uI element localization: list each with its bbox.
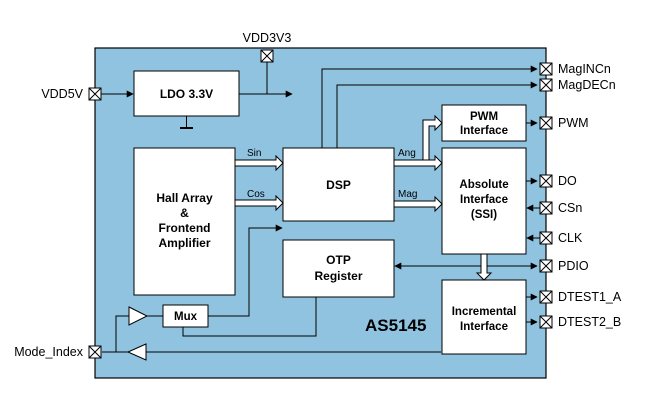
pin-maginc: MagINCn bbox=[539, 62, 611, 76]
incremental-interface-block: Incremental Interface bbox=[441, 279, 527, 355]
signal-label-sin: Sin bbox=[247, 148, 261, 159]
otp-register-block: OTP Register bbox=[282, 239, 395, 298]
svg-text:Incremental: Incremental bbox=[452, 306, 517, 318]
svg-text:VDD5V: VDD5V bbox=[41, 87, 83, 101]
svg-text:DO: DO bbox=[558, 174, 577, 188]
svg-text:LDO 3.3V: LDO 3.3V bbox=[160, 87, 213, 101]
hall-array-block: Hall Array & Frontend Amplifier bbox=[133, 147, 236, 296]
pin-csn: CSn bbox=[539, 201, 582, 215]
pin-dtest2: DTEST2_B bbox=[539, 315, 621, 329]
svg-text:OTP: OTP bbox=[326, 253, 351, 267]
wiring bbox=[101, 60, 540, 353]
svg-text:&: & bbox=[180, 206, 189, 220]
pin-pdio: PDIO bbox=[539, 259, 589, 273]
svg-text:DTEST2_B: DTEST2_B bbox=[558, 315, 621, 329]
svg-text:PWM: PWM bbox=[470, 111, 498, 123]
absolute-interface-block: Absolute Interface (SSI) bbox=[441, 147, 527, 255]
svg-text:DTEST1_A: DTEST1_A bbox=[558, 290, 622, 304]
svg-text:VDD3V3: VDD3V3 bbox=[243, 31, 292, 45]
bus-arrows bbox=[234, 114, 493, 281]
mux-block: Mux bbox=[162, 304, 209, 328]
buffers bbox=[126, 306, 149, 361]
signal-label-mag: Mag bbox=[398, 189, 417, 200]
ldo-block: LDO 3.3V bbox=[133, 70, 240, 117]
pin-vdd3v3: VDD3V3 bbox=[243, 31, 292, 63]
signal-label-ang: Ang bbox=[398, 148, 416, 159]
svg-text:Frontend: Frontend bbox=[159, 221, 211, 235]
svg-text:MagDECn: MagDECn bbox=[558, 78, 616, 92]
svg-text:Register: Register bbox=[314, 269, 362, 283]
pwm-interface-block: PWM Interface bbox=[441, 104, 527, 142]
svg-text:CSn: CSn bbox=[558, 201, 582, 215]
svg-text:(SSI): (SSI) bbox=[471, 209, 497, 221]
pin-dtest1: DTEST1_A bbox=[539, 290, 622, 304]
svg-text:Interface: Interface bbox=[460, 194, 508, 206]
svg-text:Interface: Interface bbox=[460, 321, 508, 333]
svg-text:DSP: DSP bbox=[326, 178, 351, 192]
mux-output-buffer bbox=[128, 306, 149, 326]
signal-label-cos: Cos bbox=[247, 189, 265, 200]
dsp-block: DSP bbox=[282, 147, 395, 222]
pin-clk: CLK bbox=[539, 231, 583, 245]
svg-text:PDIO: PDIO bbox=[558, 259, 589, 273]
pin-magdec: MagDECn bbox=[539, 78, 616, 92]
svg-text:Amplifier: Amplifier bbox=[158, 236, 210, 250]
chip-name: AS5145 bbox=[365, 316, 426, 335]
pin-pwm: PWM bbox=[539, 116, 589, 130]
svg-text:Mode_Index: Mode_Index bbox=[14, 345, 84, 359]
pin-mode-index: Mode_Index bbox=[14, 345, 102, 359]
svg-text:MagINCn: MagINCn bbox=[558, 62, 611, 76]
pin-do: DO bbox=[539, 174, 577, 188]
svg-text:PWM: PWM bbox=[558, 116, 589, 130]
svg-text:Absolute: Absolute bbox=[459, 179, 508, 191]
svg-text:Hall Array: Hall Array bbox=[156, 191, 213, 205]
svg-text:Mux: Mux bbox=[174, 311, 198, 323]
pin-vdd5v: VDD5V bbox=[41, 87, 102, 101]
svg-text:CLK: CLK bbox=[558, 231, 583, 245]
svg-text:Interface: Interface bbox=[460, 125, 508, 137]
mode-index-buffer bbox=[126, 343, 147, 361]
